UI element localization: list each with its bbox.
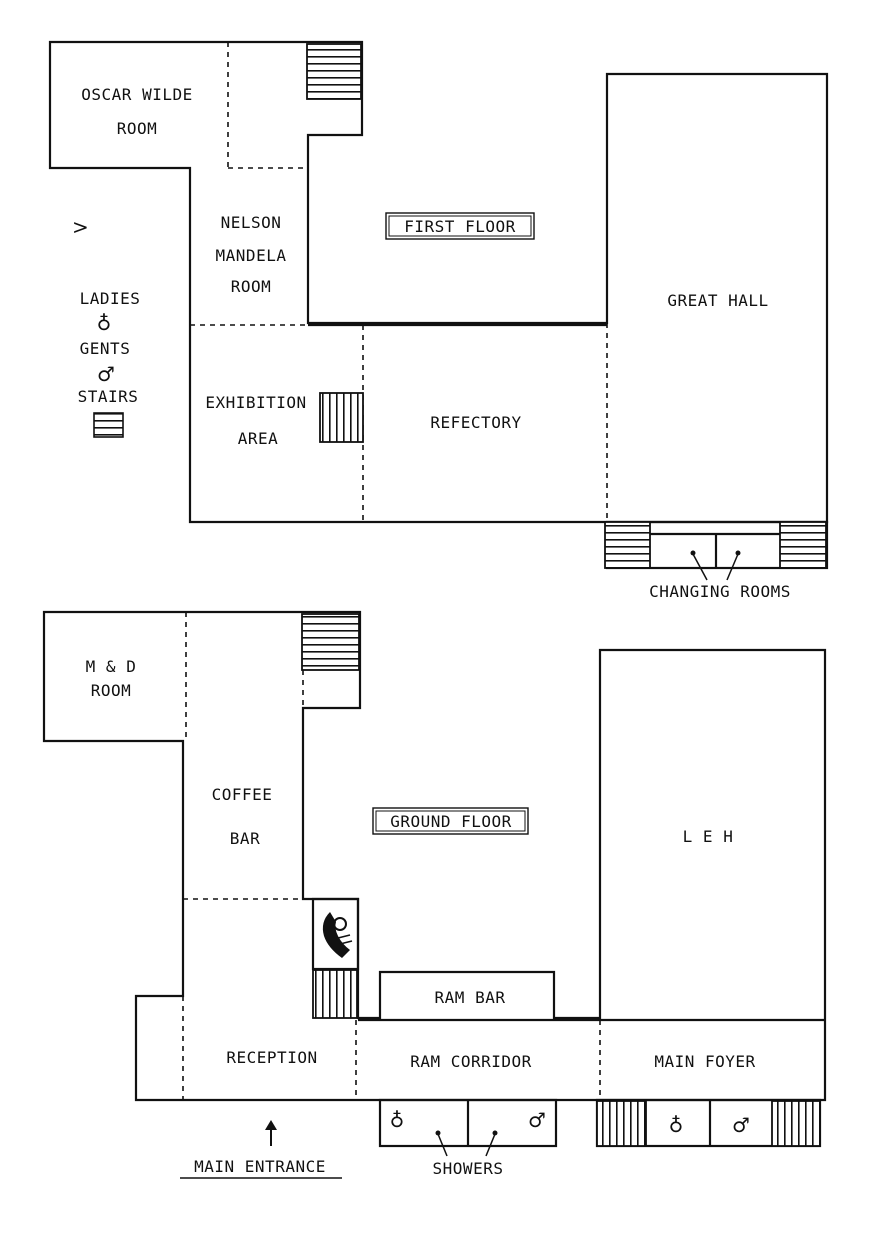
telephone-booth (311, 897, 360, 971)
ram-corridor-label: RAM CORRIDOR (410, 1052, 532, 1071)
legend-stairs-label: STAIRS (78, 387, 139, 406)
first-floor-outline (48, 40, 829, 524)
refectory-label: REFECTORY (430, 413, 521, 432)
showers-pointer-left (437, 1133, 448, 1157)
leh-label: L E H (683, 827, 734, 846)
legend-gents-label: GENTS (80, 339, 131, 358)
stairs-icon (771, 1100, 821, 1147)
coffee-bar-label-1: COFFEE (212, 785, 273, 804)
stairs-icon (604, 521, 651, 569)
changing-pointer-left (692, 553, 708, 581)
changing-rooms-label: CHANGING ROOMS (649, 582, 791, 601)
oscar-wilde-label-1: OSCAR WILDE (81, 85, 192, 104)
arrow-up-icon (265, 1120, 277, 1146)
showers-pointer-right-dot (492, 1130, 498, 1136)
ladies-icon: ♁ (390, 1108, 405, 1132)
ground-floor-outline (42, 610, 827, 1102)
telephone-icon (322, 912, 353, 958)
exhibition-label-2: AREA (238, 429, 279, 448)
oscar-wilde-label-2: ROOM (117, 119, 158, 138)
exhibition-label-1: EXHIBITION (205, 393, 306, 412)
legend: > LADIES ♁ GENTS ♂ STAIRS (72, 215, 141, 438)
stairs-icon (779, 521, 827, 569)
nelson-label-3: ROOM (231, 277, 272, 296)
stairs-icon (596, 1100, 647, 1147)
ram-bar-label: RAM BAR (435, 988, 506, 1007)
first-floor: OSCAR WILDE ROOM NELSON MANDELA ROOM FIR… (48, 40, 829, 601)
ground-floor-title: GROUND FLOOR (390, 812, 512, 831)
showers-pointer-left-dot (435, 1130, 441, 1136)
showers-pointer-right (485, 1133, 496, 1157)
great-hall-label: GREAT HALL (667, 291, 768, 310)
stairs-icon (306, 43, 362, 100)
showers-label: SHOWERS (433, 1159, 504, 1178)
changing-pointer-left-dot (690, 550, 696, 556)
stairs-icon (301, 613, 360, 671)
gents-icon: ♂ (732, 1113, 750, 1137)
ladies-icon: ♁ (97, 311, 112, 335)
gents-icon: ♂ (528, 1108, 546, 1132)
legend-ladies-label: LADIES (80, 289, 141, 308)
ladies-icon: ♁ (669, 1113, 684, 1137)
stairs-icon (319, 392, 364, 443)
coffee-bar-label-2: BAR (230, 829, 260, 848)
md-room-label-1: M & D (86, 657, 137, 676)
nelson-label-1: NELSON (221, 213, 282, 232)
first-floor-heading: FIRST FLOOR (385, 212, 535, 240)
reception-label: RECEPTION (226, 1048, 317, 1067)
ground-floor-heading: GROUND FLOOR (372, 807, 529, 835)
gents-icon: ♂ (97, 362, 115, 386)
changing-pointer-right (726, 553, 739, 581)
stairs-icon (93, 412, 124, 438)
main-entrance-label: MAIN ENTRANCE (194, 1157, 326, 1176)
md-room-label-2: ROOM (91, 681, 132, 700)
stairs-icon (312, 969, 358, 1019)
changing-pointer-right-dot (735, 550, 741, 556)
nelson-label-2: MANDELA (216, 246, 287, 265)
ground-floor: ♁ ♂ ♁ ♂ M & D ROOM COFFEE BAR GROUND FLO… (42, 610, 827, 1179)
first-floor-title: FIRST FLOOR (404, 217, 515, 236)
legend-arrow-glyph: > (72, 215, 89, 239)
main-foyer-label: MAIN FOYER (654, 1052, 755, 1071)
